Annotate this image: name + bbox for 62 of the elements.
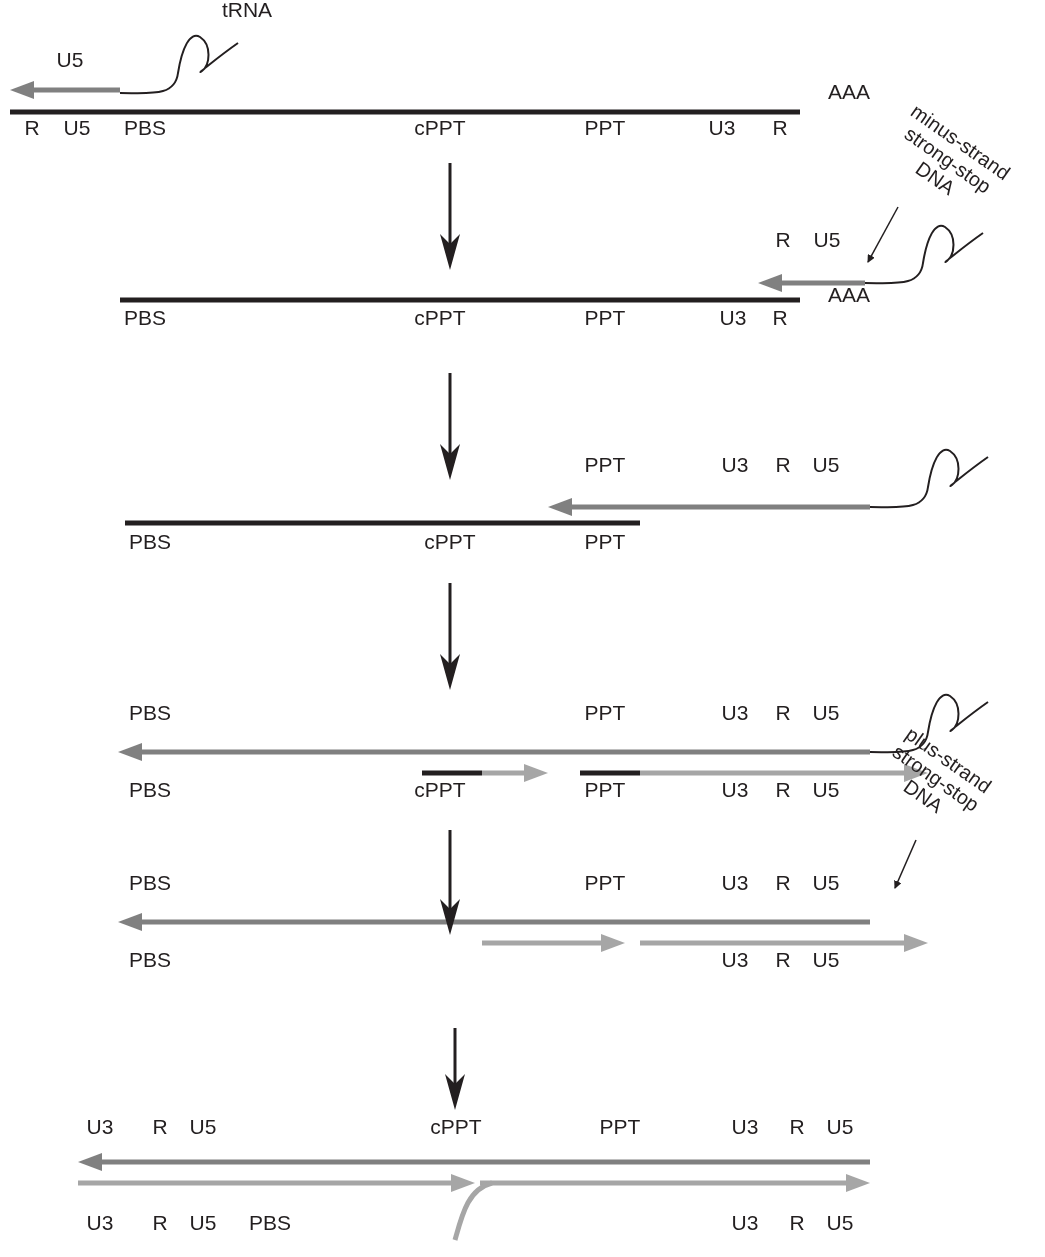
segment-label: cPPT (414, 779, 466, 800)
segment-label: R (789, 1212, 805, 1233)
segment-label: U5 (812, 949, 840, 970)
segment-label: U3 (731, 1116, 759, 1137)
segment-label: PBS (124, 117, 166, 138)
segment-label: cPPT (424, 531, 476, 552)
segment-label: cPPT (430, 1116, 482, 1137)
segment-label: U5 (189, 1116, 217, 1137)
segment-label: PBS (124, 307, 166, 328)
segment-label: U3 (731, 1212, 759, 1233)
segment-label: U5 (63, 117, 91, 138)
segment-label: R (789, 1116, 805, 1137)
segment-label: U3 (708, 117, 736, 138)
leader-arrow (867, 206, 899, 263)
segment-label: cPPT (414, 117, 466, 138)
segment-label: PPT (584, 531, 626, 552)
segment-label: PPT (584, 702, 626, 723)
segment-label: R (775, 702, 791, 723)
segment-label: PBS (249, 1212, 291, 1233)
leader-arrow (894, 839, 917, 889)
segment-label: R (772, 307, 788, 328)
segment-label: U5 (812, 872, 840, 893)
segment-label: R (775, 949, 791, 970)
segment-label: U5 (812, 454, 840, 475)
segment-label: R (775, 872, 791, 893)
segment-label: R (152, 1212, 168, 1233)
segment-label: R (152, 1116, 168, 1137)
segment-label: PPT (584, 307, 626, 328)
segment-label: cPPT (414, 307, 466, 328)
segment-label: PBS (129, 531, 171, 552)
segment-label: PBS (129, 779, 171, 800)
segment-label: U3 (86, 1116, 114, 1137)
segment-label: U3 (719, 307, 747, 328)
segment-label: R (24, 117, 40, 138)
segment-label: U3 (721, 454, 749, 475)
segment-label: R (772, 117, 788, 138)
segment-label: PBS (129, 702, 171, 723)
segment-label: U3 (86, 1212, 114, 1233)
segment-label: U5 (812, 702, 840, 723)
segment-label: U3 (721, 702, 749, 723)
segment-label: R (775, 779, 791, 800)
segment-label: PBS (129, 872, 171, 893)
segment-label: PPT (584, 779, 626, 800)
segment-label: PPT (599, 1116, 641, 1137)
segment-label: U5 (189, 1212, 217, 1233)
segment-label: U5 (826, 1116, 854, 1137)
segment-label: U5 (812, 779, 840, 800)
segment-label: AAA (828, 284, 871, 305)
segment-label: U3 (721, 779, 749, 800)
segment-label: R (775, 454, 791, 475)
segment-label: tRNA (221, 0, 273, 20)
segment-label: PPT (584, 872, 626, 893)
segment-label: U3 (721, 949, 749, 970)
segment-label: AAA (828, 81, 871, 102)
segment-label: PBS (129, 949, 171, 970)
segment-label: U5 (813, 229, 841, 250)
segment-label: U3 (721, 872, 749, 893)
segment-label: R (775, 229, 791, 250)
segment-label: PPT (584, 117, 626, 138)
segment-label: U5 (56, 49, 84, 70)
segment-label: U5 (826, 1212, 854, 1233)
segment-label: PPT (584, 454, 626, 475)
